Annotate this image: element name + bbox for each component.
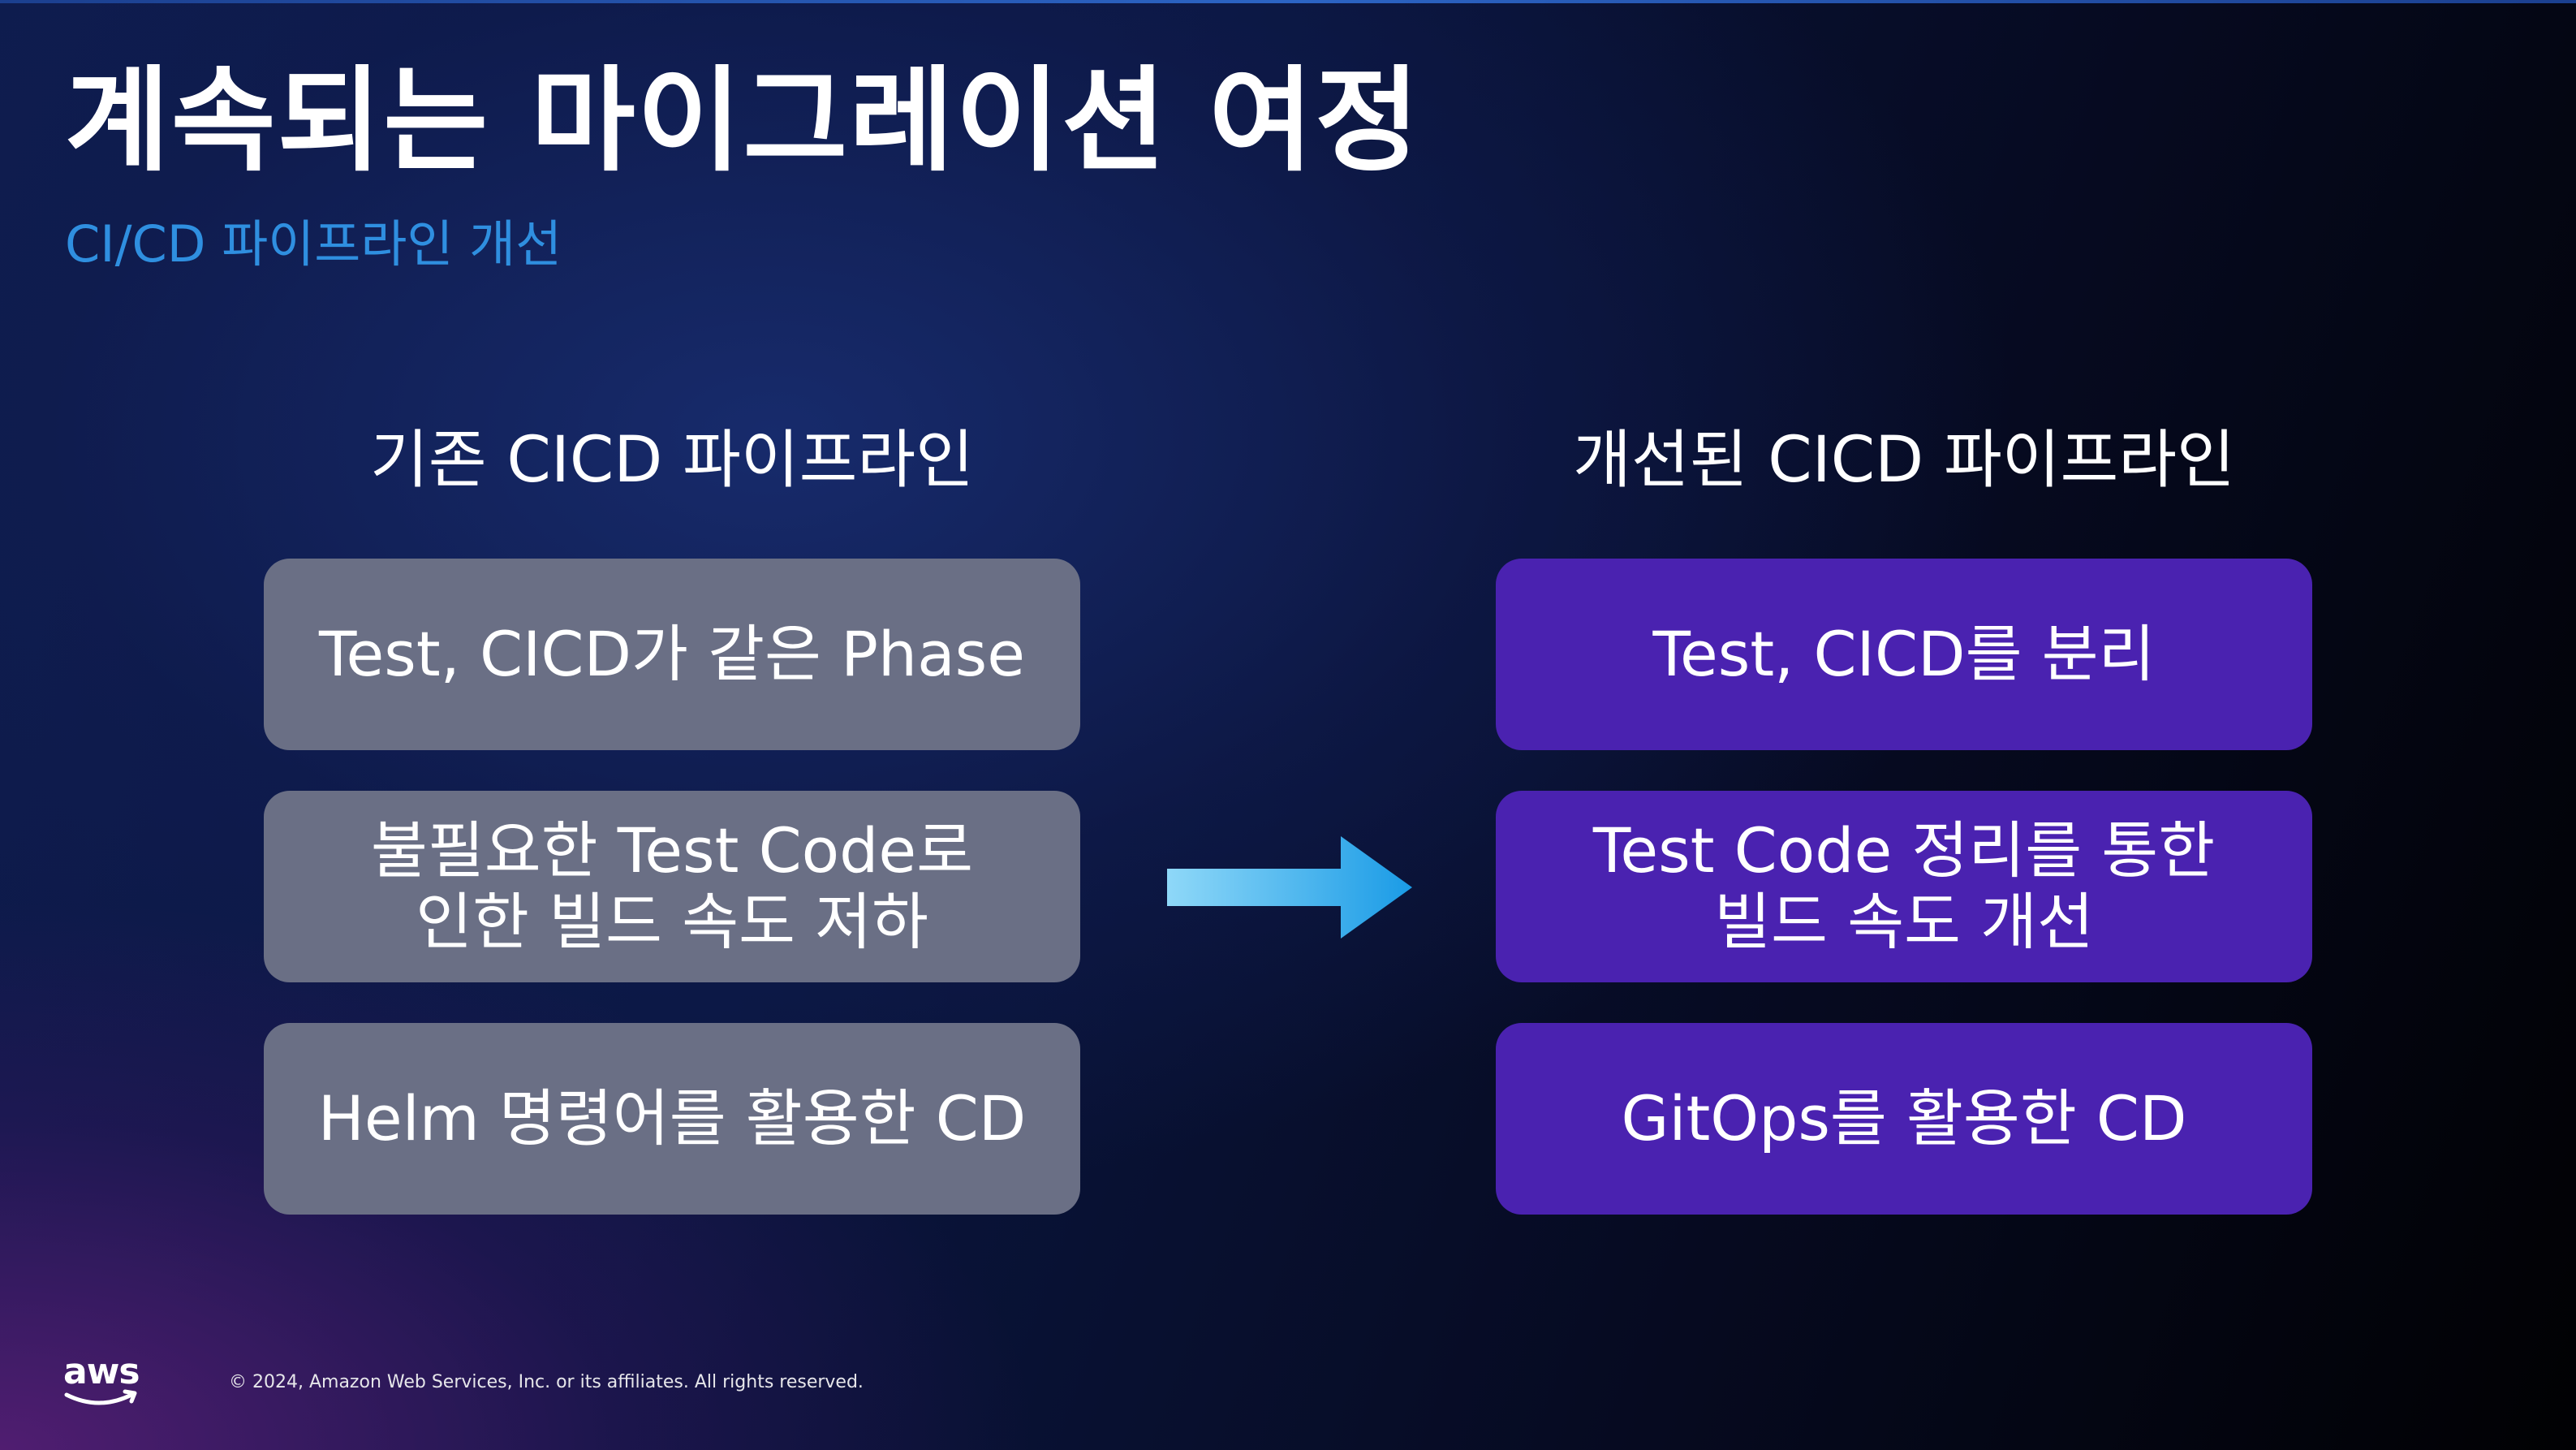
- copyright-text: © 2024, Amazon Web Services, Inc. or its…: [229, 1372, 864, 1392]
- right-box-2-text: Test Code 정리를 통한 빌드 속도 개선: [1592, 813, 2216, 958]
- left-box-2: 불필요한 Test Code로 인한 빌드 속도 저하: [264, 791, 1080, 982]
- arrow-right-icon: [1167, 836, 1412, 939]
- aws-logo-text: aws: [63, 1351, 140, 1392]
- left-box-1: Test, CICD가 같은 Phase: [264, 559, 1080, 750]
- top-accent-line: [0, 0, 2576, 3]
- right-box-1-text: Test, CICD를 분리: [1652, 617, 2156, 690]
- right-column-heading: 개선된 CICD 파이프라인: [1573, 424, 2235, 497]
- right-box-2: Test Code 정리를 통한 빌드 속도 개선: [1496, 791, 2312, 982]
- aws-logo: aws: [62, 1354, 143, 1411]
- left-column-heading: 기존 CICD 파이프라인: [370, 424, 974, 497]
- slide-title: 계속되는 마이그레이션 여정: [65, 55, 1422, 188]
- right-box-3: GitOps를 활용한 CD: [1496, 1023, 2312, 1215]
- aws-smile-icon: [64, 1389, 137, 1405]
- right-box-3-text: GitOps를 활용한 CD: [1621, 1081, 2187, 1154]
- left-box-2-text: 불필요한 Test Code로 인한 빌드 속도 저하: [370, 813, 974, 958]
- slide-subtitle: CI/CD 파이프라인 개선: [65, 214, 562, 274]
- right-box-1: Test, CICD를 분리: [1496, 559, 2312, 750]
- left-box-3: Helm 명령어를 활용한 CD: [264, 1023, 1080, 1215]
- left-box-1-text: Test, CICD가 같은 Phase: [318, 617, 1026, 690]
- left-box-3-text: Helm 명령어를 활용한 CD: [317, 1081, 1027, 1154]
